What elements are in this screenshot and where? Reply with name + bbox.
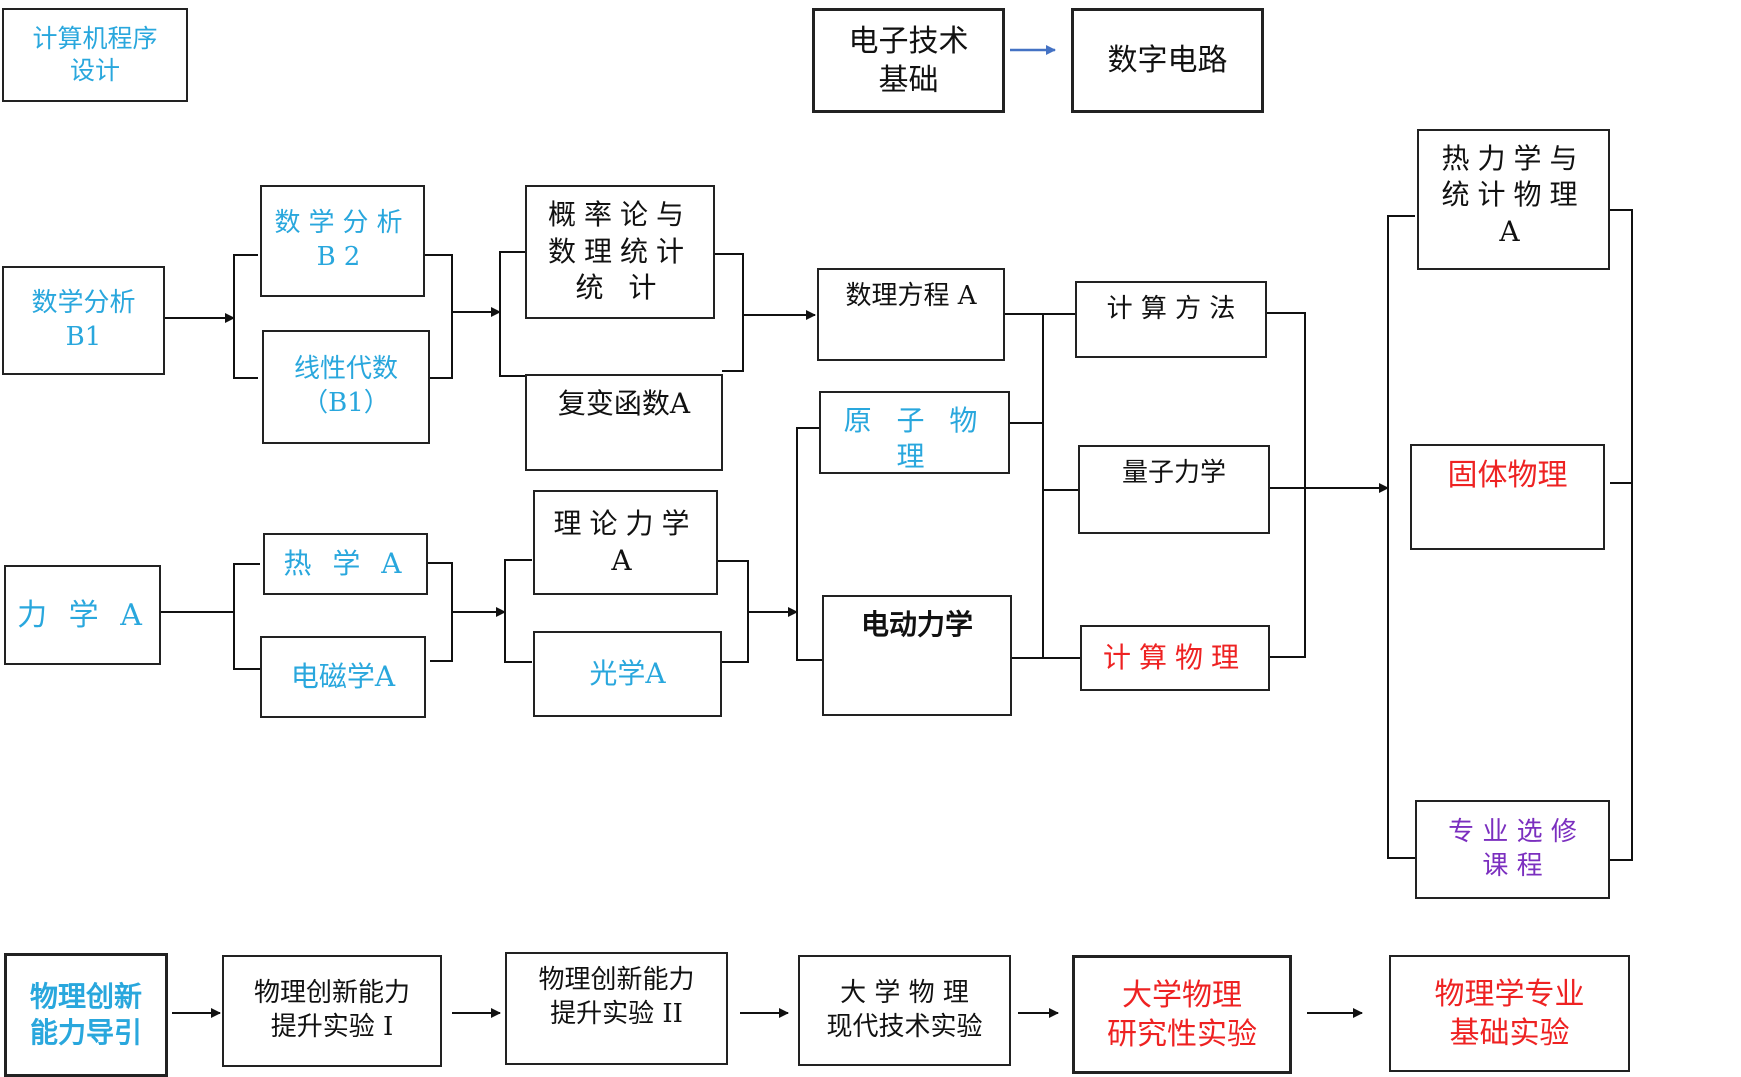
- course-electrodynamics: 电动力学: [822, 595, 1012, 716]
- course-theoretical-mechanics: 理论力学 A: [533, 490, 718, 595]
- course-professional-electives: 专 业 选 修 课 程: [1415, 800, 1610, 899]
- course-atomic-physics: 原 子 物 理: [819, 391, 1010, 474]
- lab-research-experiment: 大学物理 研究性实验: [1072, 955, 1292, 1074]
- course-math-analysis-b1: 数学分析 B1: [2, 266, 165, 375]
- course-cs-programming: 计算机程序 设计: [2, 8, 188, 102]
- course-mechanics-a: 力 学 A: [4, 565, 161, 665]
- course-heat-a: 热 学 A: [263, 533, 428, 595]
- lab-basic-physics-experiment: 物理学专业 基础实验: [1389, 955, 1630, 1072]
- lab-modern-technology-experiment: 大 学 物 理 现代技术实验: [798, 955, 1011, 1066]
- course-math-analysis-b2: 数学分析 B2: [260, 185, 425, 297]
- course-solid-state-physics: 固体物理: [1410, 444, 1605, 550]
- course-complex-functions: 复变函数A: [525, 374, 723, 471]
- course-electromagnetism-a: 电磁学A: [260, 636, 426, 718]
- lab-innovation-experiment-1: 物理创新能力 提升实验 I: [222, 955, 442, 1067]
- course-linear-algebra: 线性代数 （B1）: [262, 330, 430, 444]
- lab-innovation-experiment-2: 物理创新能力 提升实验 II: [505, 952, 728, 1065]
- course-computational-methods: 计 算 方 法: [1075, 281, 1267, 358]
- course-probability-stats: 概率论与 数理统计 统 计: [525, 185, 715, 319]
- course-electronics-basics: 电子技术 基础: [812, 8, 1005, 113]
- course-optics-a: 光学A: [533, 631, 722, 717]
- course-digital-circuits: 数字电路: [1071, 8, 1264, 113]
- course-computational-physics: 计算物理: [1080, 625, 1270, 691]
- course-thermo-statistical-physics: 热力学与 统计物理 A: [1417, 129, 1610, 270]
- lab-innovation-guide: 物理创新 能力导引: [4, 953, 168, 1077]
- course-quantum-mechanics: 量子力学: [1078, 445, 1270, 534]
- course-math-physics-equations: 数理方程 A: [817, 268, 1005, 361]
